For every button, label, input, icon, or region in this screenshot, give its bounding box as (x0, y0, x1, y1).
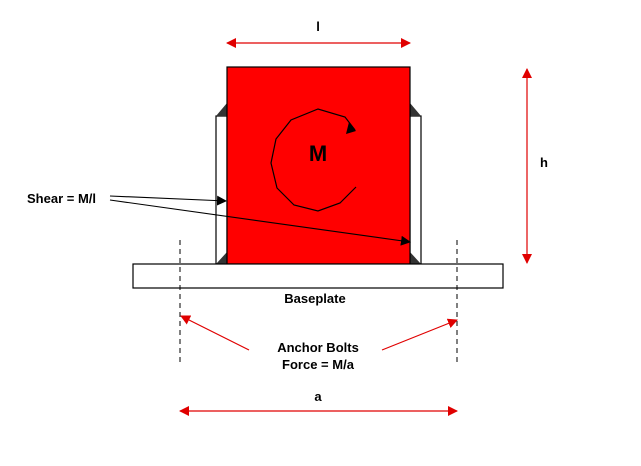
moment-arc (270, 108, 357, 212)
width-label: l (316, 19, 320, 34)
column-member (226, 66, 411, 265)
baseplate-label: Baseplate (284, 291, 345, 306)
left-side-plate (215, 103, 228, 265)
bolt-spacing-label: a (314, 389, 322, 404)
shear-label: Shear = M/l (27, 191, 96, 206)
shear-leader-left (109, 195, 227, 206)
anchor-force-label: Force = M/a (282, 357, 355, 372)
right-bottom-weld (410, 252, 421, 264)
left-bottom-weld (216, 252, 227, 264)
height-label: h (540, 155, 548, 170)
right-side-plate (409, 103, 422, 265)
moment-arrowhead (346, 122, 356, 134)
right-anchor-force-leader (381, 318, 458, 351)
left-anchor-force-leader (180, 315, 250, 351)
anchor-bolts-label: Anchor Bolts (277, 340, 359, 355)
right-top-weld (410, 103, 421, 116)
baseplate (132, 263, 504, 289)
moment-label: M (309, 141, 327, 166)
shear-leader-right (109, 199, 411, 246)
left-top-weld (216, 103, 227, 116)
